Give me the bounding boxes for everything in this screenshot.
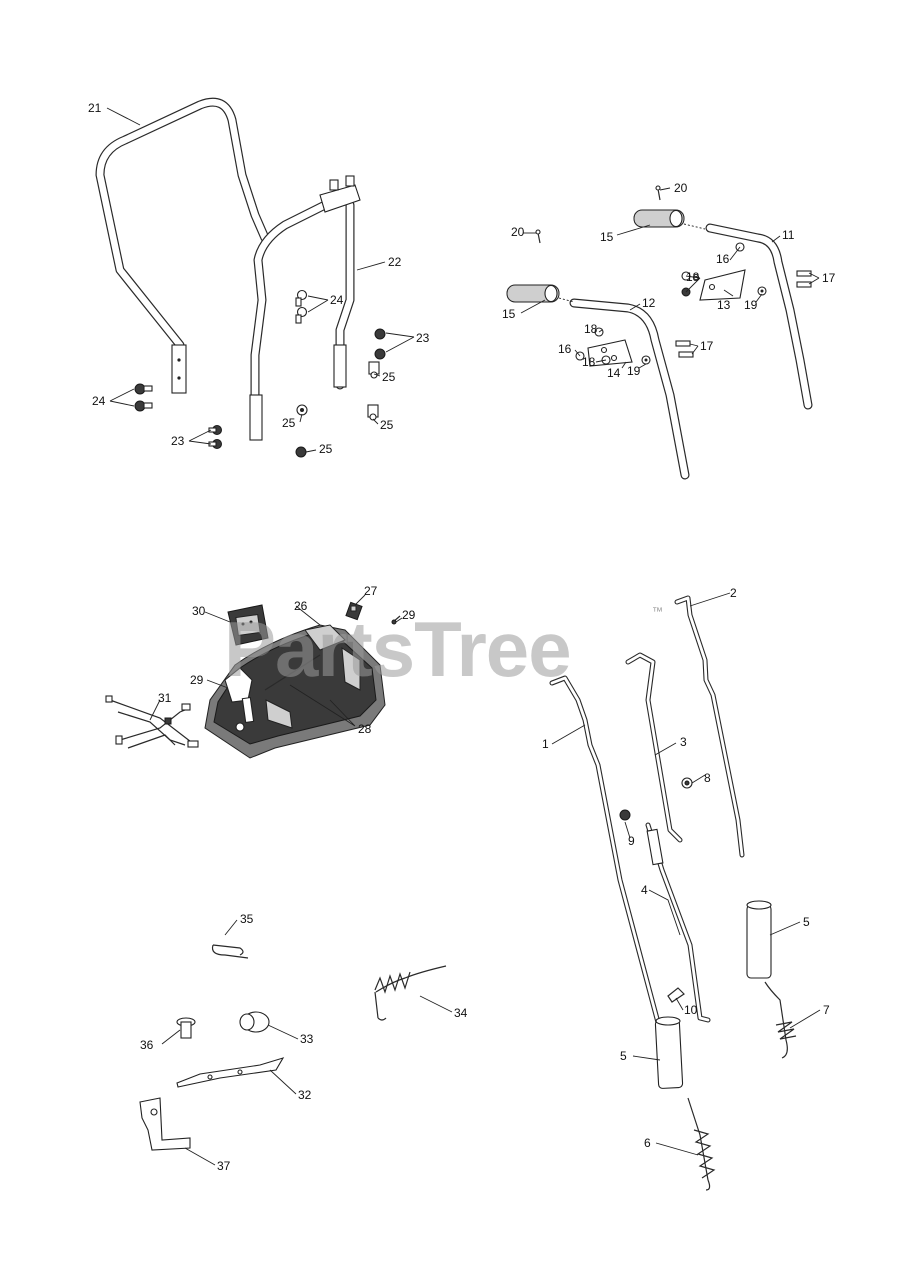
module-30 xyxy=(227,604,269,646)
bracket-37 xyxy=(139,1097,191,1151)
switch-27 xyxy=(345,601,363,621)
rod-2 xyxy=(674,595,745,858)
clip-35 xyxy=(211,944,249,959)
spring-34 xyxy=(374,965,447,1021)
callout-2: 2 xyxy=(730,586,737,600)
rod-1 xyxy=(549,675,663,1033)
spring-7 xyxy=(764,981,797,1059)
callout-36: 36 xyxy=(140,1038,154,1052)
callout-17: 17 xyxy=(822,271,836,285)
callout-1: 1 xyxy=(542,737,549,751)
callout-31: 31 xyxy=(158,691,172,705)
callout-37: 37 xyxy=(217,1159,231,1173)
callout-28: 28 xyxy=(358,722,372,736)
hardware-8-9-10 xyxy=(619,777,693,1003)
callout-34: 34 xyxy=(454,1006,468,1020)
callout-25: 25 xyxy=(382,370,396,384)
callout-15: 15 xyxy=(600,230,614,244)
callout-16: 16 xyxy=(558,342,572,356)
callout-27: 27 xyxy=(364,584,378,598)
callout-17: 17 xyxy=(700,339,714,353)
callout-11: 11 xyxy=(782,228,795,242)
leader-lines xyxy=(106,107,821,1166)
callout-4: 4 xyxy=(641,883,648,897)
callout-5: 5 xyxy=(803,915,810,929)
callout-18: 18 xyxy=(582,355,596,369)
callout-18: 18 xyxy=(686,270,700,284)
callout-3: 3 xyxy=(680,735,687,749)
callout-16: 16 xyxy=(716,252,730,266)
callout-35: 35 xyxy=(240,912,254,926)
bushing-33 xyxy=(239,1011,270,1033)
callout-25: 25 xyxy=(380,418,394,432)
callout-30: 30 xyxy=(192,604,206,618)
rod-4 xyxy=(645,822,711,1023)
watermark-text: PartsTree xyxy=(224,605,571,693)
callout-21: 21 xyxy=(88,101,102,115)
bolt-36 xyxy=(176,1017,196,1039)
handle-11 xyxy=(705,223,813,410)
grip-15 xyxy=(506,209,706,303)
control-panel-26 xyxy=(204,624,386,759)
callout-labels: 21 22 24 23 25 25 25 25 24 23 20 15 11 2… xyxy=(88,101,836,1173)
callout-32: 32 xyxy=(298,1088,312,1102)
lower-handle-22 xyxy=(249,175,361,441)
callout-6: 6 xyxy=(644,1136,651,1150)
wire-harness-31 xyxy=(105,695,199,749)
rod-3 xyxy=(625,652,683,843)
handle-12 xyxy=(569,298,690,480)
callout-25: 25 xyxy=(282,416,296,430)
callout-19: 19 xyxy=(627,364,641,378)
callout-7: 7 xyxy=(823,1003,830,1017)
callout-9: 9 xyxy=(628,834,635,848)
hardware-13-to-20 xyxy=(535,185,812,367)
callout-14: 14 xyxy=(607,366,621,380)
watermark-trademark: ™ xyxy=(652,606,663,618)
callout-22: 22 xyxy=(388,255,402,269)
plate-32 xyxy=(176,1057,285,1088)
spring-6 xyxy=(687,1097,716,1191)
grip-5 xyxy=(654,900,772,1089)
callout-8: 8 xyxy=(704,771,711,785)
callout-26: 26 xyxy=(294,599,308,613)
callout-13: 13 xyxy=(717,298,731,312)
callout-23: 23 xyxy=(171,434,185,448)
callout-18: 18 xyxy=(584,322,598,336)
callout-29: 29 xyxy=(190,673,204,687)
callout-12: 12 xyxy=(642,296,656,310)
callout-20: 20 xyxy=(674,181,688,195)
callout-29: 29 xyxy=(402,608,416,622)
callout-20: 20 xyxy=(511,225,525,239)
callout-5: 5 xyxy=(620,1049,627,1063)
callout-33: 33 xyxy=(300,1032,314,1046)
callout-24: 24 xyxy=(92,394,106,408)
hardware-23-24-25 xyxy=(134,289,386,458)
callout-24: 24 xyxy=(330,293,344,307)
callout-25: 25 xyxy=(319,442,333,456)
callout-23: 23 xyxy=(416,331,430,345)
callout-15: 15 xyxy=(502,307,516,321)
callout-19: 19 xyxy=(744,298,758,312)
upper-handle-21 xyxy=(95,97,270,394)
callout-10: 10 xyxy=(684,1003,698,1017)
